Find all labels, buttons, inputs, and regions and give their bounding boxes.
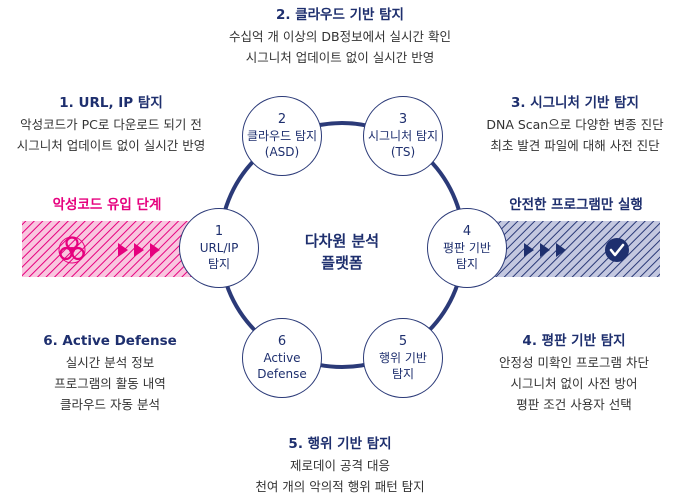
- desc-title: 1. URL, IP 탐지: [59, 95, 163, 111]
- desc-line: 시그니처 업데이트 없이 실시간 반영: [16, 138, 206, 153]
- desc-line: 평판 조건 사용자 선택: [516, 397, 632, 412]
- node-signature: 3 시그니처 탐지 (TS): [363, 96, 443, 176]
- node-label: 평판 기반: [443, 241, 491, 255]
- node-number: 3: [398, 112, 408, 127]
- node-label: 행위 기반: [379, 351, 427, 365]
- center-line-1: 다차원 분석: [304, 232, 380, 250]
- desc-cloud: 2. 클라우드 기반 탐지 수십억 개 이상의 DB정보에서 실시간 확인 시그…: [190, 4, 490, 68]
- node-number: 4: [462, 224, 472, 239]
- center-title: 다차원 분석 플랫폼: [292, 230, 392, 274]
- node-label: 시그니처 탐지: [367, 129, 439, 143]
- desc-line: 수십억 개 이상의 DB정보에서 실시간 확인: [228, 29, 452, 44]
- node-label: URL/IP: [199, 241, 239, 255]
- desc-title: 2. 클라우드 기반 탐지: [276, 7, 404, 23]
- desc-line: 시그니처 업데이트 없이 실시간 반영: [245, 50, 435, 65]
- play-triangle-icon: [118, 243, 128, 257]
- node-label: (ASD): [264, 145, 300, 159]
- node-number: 1: [214, 224, 224, 239]
- node-label: 클라우드 탐지: [246, 129, 318, 143]
- node-url-ip: 1 URL/IP 탐지: [179, 208, 259, 288]
- desc-behavior: 5. 행위 기반 탐지 제로데이 공격 대응 천여 개의 악의적 행위 패턴 탐…: [200, 433, 480, 497]
- node-number: 5: [398, 334, 408, 349]
- desc-line: 시그니처 없이 사전 방어: [510, 376, 638, 391]
- desc-line: 클라우드 자동 분석: [60, 397, 160, 412]
- center-line-2: 플랫폼: [321, 254, 363, 272]
- node-label: 탐지: [455, 257, 479, 271]
- desc-url-ip: 1. URL, IP 탐지 악성코드가 PC로 다운로드 되기 전 시그니처 업…: [2, 92, 220, 156]
- desc-title: 6. Active Defense: [43, 333, 177, 349]
- outflow-arrows: [524, 243, 566, 257]
- node-cloud: 2 클라우드 탐지 (ASD): [242, 96, 322, 176]
- biohazard-icon: [58, 236, 86, 264]
- inflow-label: 악성코드 유입 단계: [52, 197, 162, 213]
- desc-line: 프로그램의 활동 내역: [54, 376, 166, 391]
- node-label: (TS): [390, 145, 416, 159]
- node-label: Defense: [257, 367, 307, 381]
- desc-line: 천여 개의 악의적 행위 패턴 탐지: [255, 479, 425, 494]
- play-triangle-icon: [150, 243, 160, 257]
- desc-line: 제로데이 공격 대응: [290, 458, 390, 473]
- desc-line: 최초 발견 파일에 대해 사전 진단: [490, 138, 660, 153]
- play-triangle-icon: [556, 243, 566, 257]
- desc-title: 5. 행위 기반 탐지: [288, 436, 392, 452]
- inflow-arrows: [118, 243, 160, 257]
- play-triangle-icon: [524, 243, 534, 257]
- node-label: 탐지: [207, 257, 231, 271]
- outflow-label: 안전한 프로그램만 실행: [509, 197, 643, 213]
- desc-reputation: 4. 평판 기반 탐지 안정성 미확인 프로그램 차단 시그니처 없이 사전 방…: [474, 330, 674, 415]
- desc-line: 안정성 미확인 프로그램 차단: [499, 355, 649, 370]
- desc-active-defense: 6. Active Defense 실시간 분석 정보 프로그램의 활동 내역 …: [10, 330, 210, 415]
- check-circle-icon: [605, 238, 629, 262]
- node-active-defense: 6 Active Defense: [242, 318, 322, 398]
- desc-line: 악성코드가 PC로 다운로드 되기 전: [20, 117, 202, 132]
- node-label: Active: [263, 351, 301, 365]
- desc-title: 3. 시그니처 기반 탐지: [511, 95, 639, 111]
- node-number: 2: [277, 112, 287, 127]
- node-behavior: 5 행위 기반 탐지: [363, 318, 443, 398]
- desc-title: 4. 평판 기반 탐지: [522, 333, 626, 349]
- node-label: 탐지: [391, 367, 415, 381]
- desc-signature: 3. 시그니처 기반 탐지 DNA Scan으로 다양한 변종 진단 최초 발견…: [470, 92, 680, 156]
- desc-line: 실시간 분석 정보: [65, 355, 155, 370]
- node-number: 6: [277, 334, 287, 349]
- play-triangle-icon: [134, 243, 144, 257]
- play-triangle-icon: [540, 243, 550, 257]
- desc-line: DNA Scan으로 다양한 변종 진단: [486, 117, 664, 132]
- node-reputation: 4 평판 기반 탐지: [427, 208, 507, 288]
